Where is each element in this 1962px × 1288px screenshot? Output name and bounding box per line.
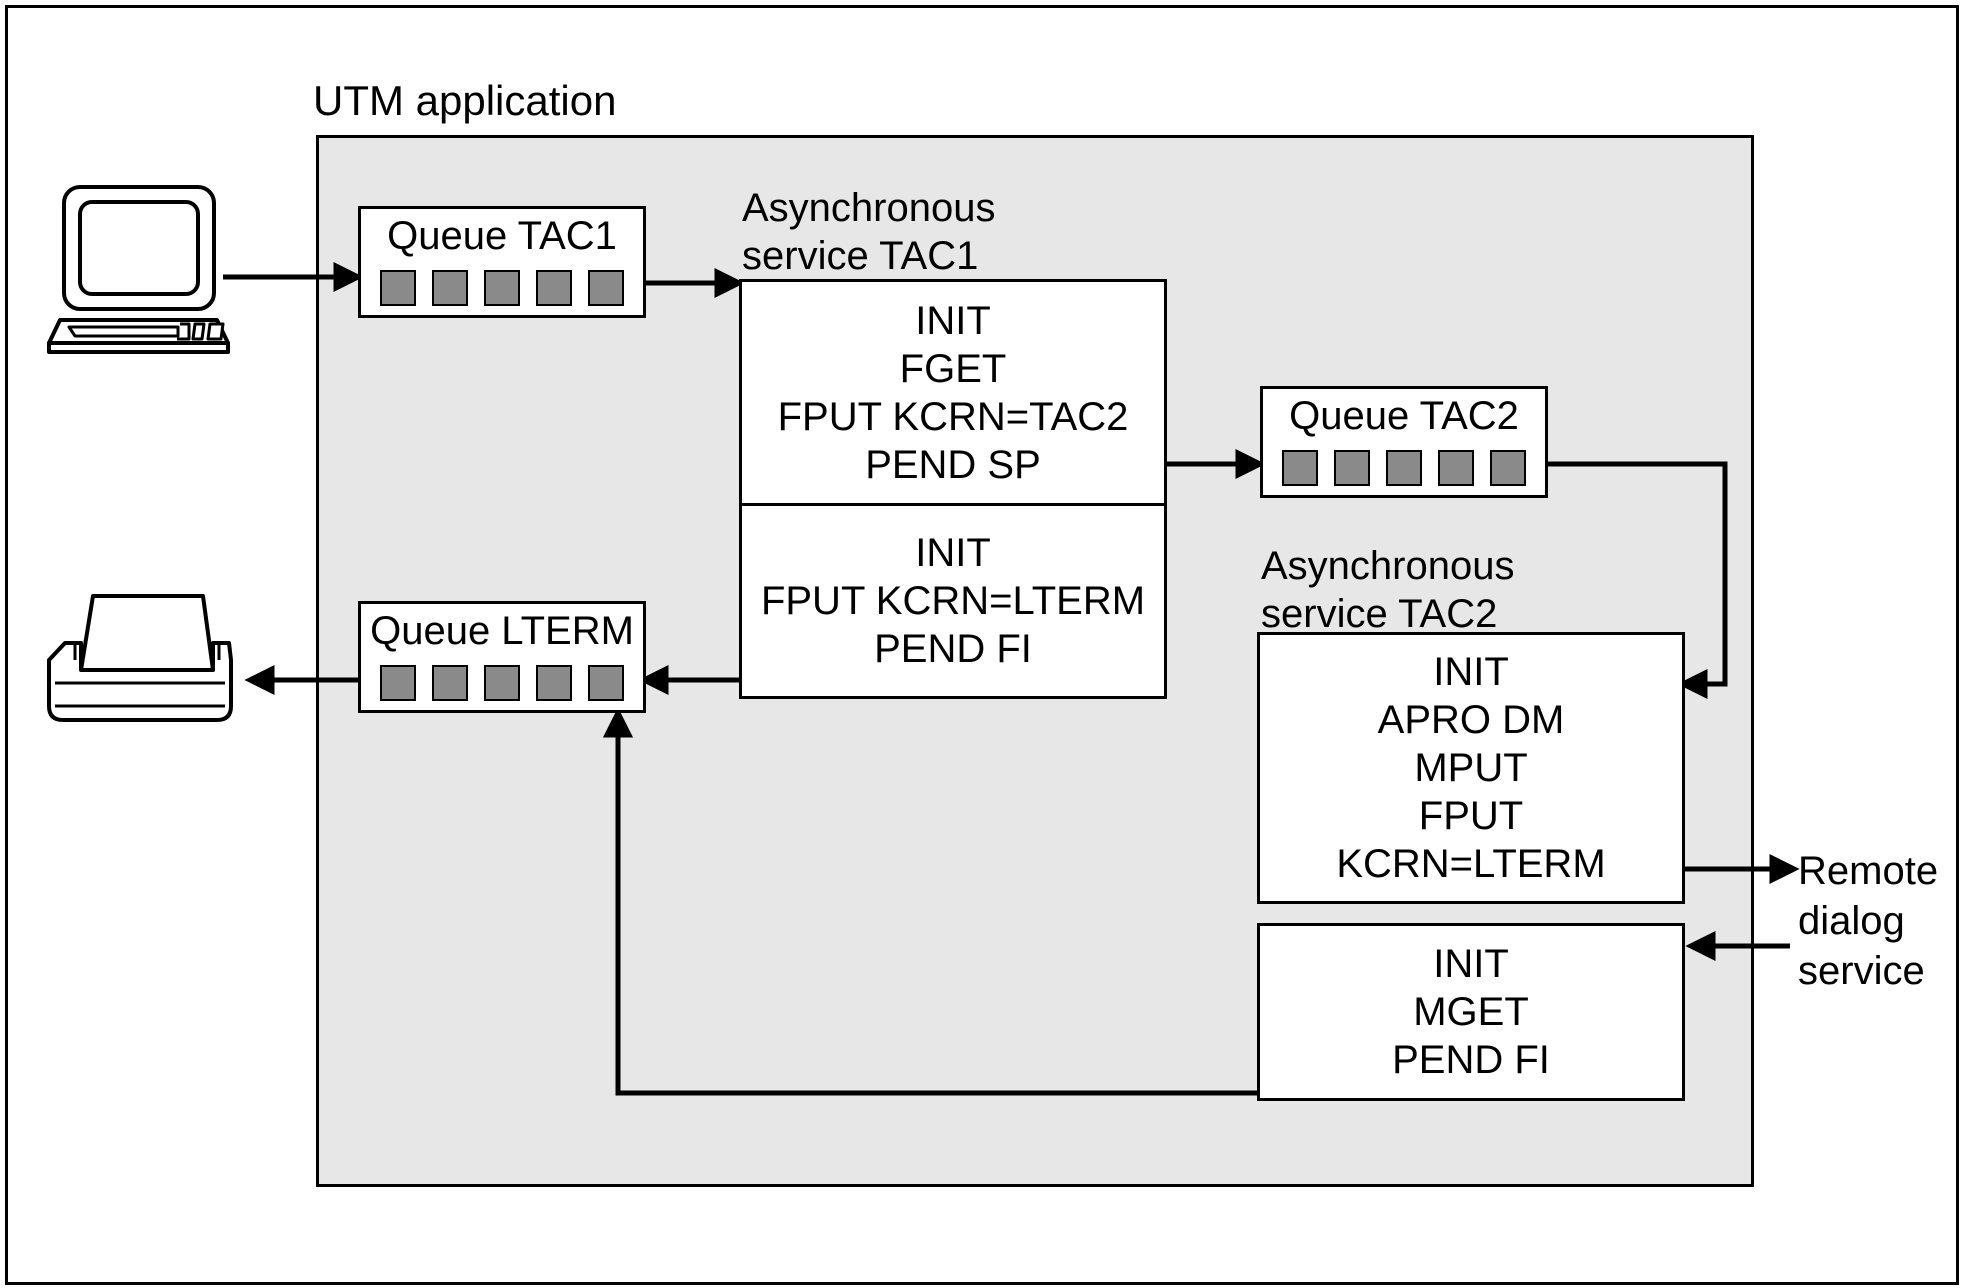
queue-slot: [432, 665, 468, 701]
queue-tac2-slots: [1263, 450, 1545, 486]
queue-tac1-slots: [361, 270, 643, 306]
async-service-tac1-label-line2: service TAC1: [742, 234, 979, 278]
queue-tac1-box: Queue TAC1: [358, 206, 646, 318]
page-title: UTM application: [313, 77, 617, 124]
remote-dialog-service-label: Remote dialog service: [1798, 846, 1938, 996]
box-line: PEND SP: [865, 442, 1041, 487]
queue-slot: [588, 270, 624, 306]
queue-slot: [1490, 450, 1526, 486]
outer-border: [5, 5, 1959, 1285]
queue-slot: [1282, 450, 1318, 486]
remote-label-line1: Remote: [1798, 849, 1939, 893]
queue-tac2-box: Queue TAC2: [1260, 386, 1548, 498]
box-line: MGET: [1413, 990, 1529, 1034]
queue-lterm-slots: [361, 665, 643, 701]
remote-label-line3: service: [1798, 949, 1925, 993]
queue-slot: [484, 270, 520, 306]
queue-slot: [536, 665, 572, 701]
queue-lterm-box: Queue LTERM: [358, 601, 646, 713]
queue-slot: [1334, 450, 1370, 486]
box-line: PEND FI: [874, 627, 1032, 671]
queue-slot: [380, 270, 416, 306]
box-line: FPUT: [1418, 794, 1524, 838]
queue-slot: [588, 665, 624, 701]
box-line: INIT: [915, 298, 991, 343]
queue-slot: [1438, 450, 1474, 486]
box-line: FPUT KCRN=TAC2: [777, 394, 1129, 439]
box-line: INIT: [915, 531, 991, 575]
queue-slot: [484, 665, 520, 701]
async-service-tac1-label: Asynchronous service TAC1: [742, 184, 995, 280]
box-line: INIT: [1433, 942, 1509, 986]
box-line: PEND FI: [1392, 1038, 1550, 1082]
queue-tac2-label: Queue TAC2: [1289, 394, 1519, 438]
box-line: MPUT: [1414, 746, 1528, 790]
box-line: FGET: [899, 346, 1007, 391]
queue-slot: [380, 665, 416, 701]
box-line: KCRN=LTERM: [1336, 842, 1606, 886]
async-service-tac2-label-line1: Asynchronous: [1261, 544, 1515, 588]
async-service-tac1-label-line1: Asynchronous: [742, 186, 996, 230]
queue-slot: [432, 270, 468, 306]
box-line: APRO DM: [1377, 698, 1565, 742]
queue-tac1-label: Queue TAC1: [387, 214, 617, 258]
box-line: FPUT KCRN=LTERM: [760, 579, 1146, 623]
queue-slot: [1386, 450, 1422, 486]
async-service-tac2-label: Asynchronous service TAC2: [1261, 542, 1514, 638]
async-service-tac2-label-line2: service TAC2: [1261, 592, 1498, 636]
box-line: INIT: [1433, 650, 1509, 694]
queue-lterm-label: Queue LTERM: [370, 609, 634, 653]
remote-label-line2: dialog: [1798, 899, 1905, 943]
queue-slot: [536, 270, 572, 306]
